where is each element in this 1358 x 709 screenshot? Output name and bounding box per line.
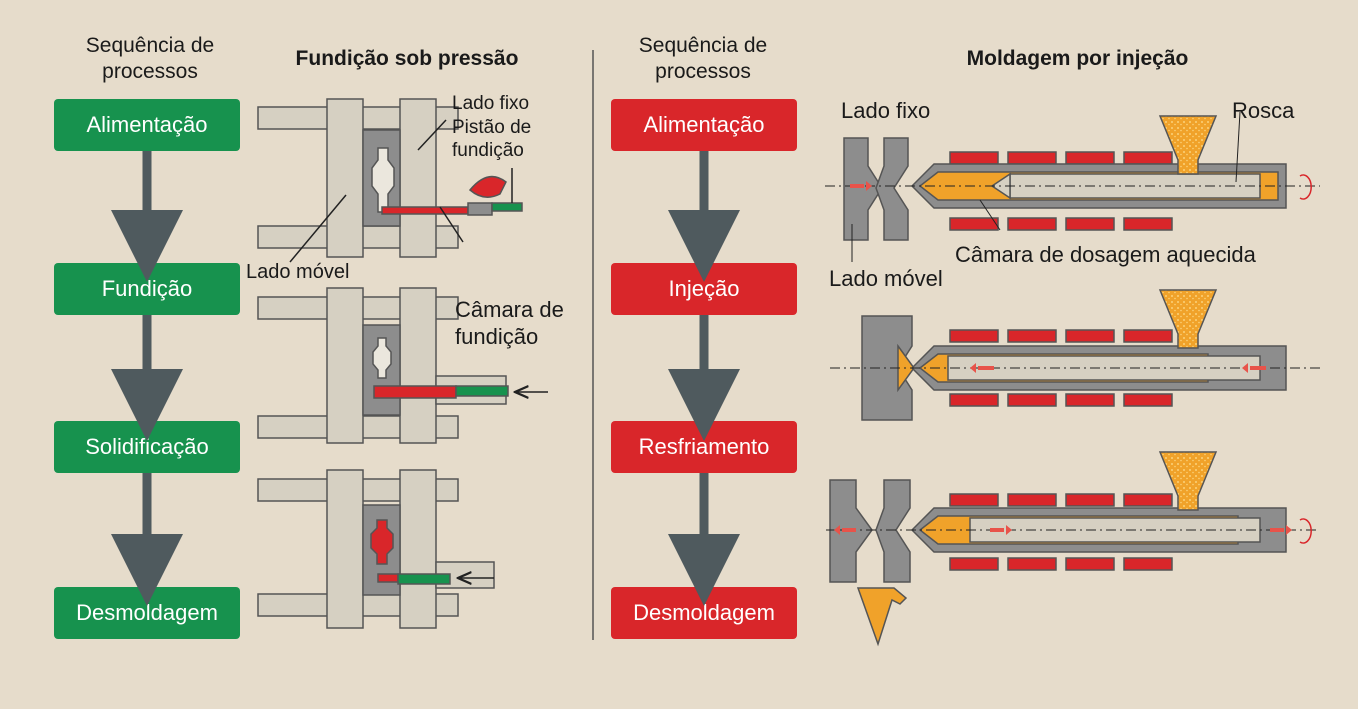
left-sequence-header: Sequência de processos <box>55 33 245 85</box>
label-camara-fundicao: Câmara de fundição <box>455 297 564 349</box>
label-lado-fixo-left: Lado fixo <box>452 93 530 114</box>
injection-machine-injection <box>830 289 1320 421</box>
left-step-feeding: Alimentação <box>54 99 240 151</box>
left-title: Fundição sob pressão <box>295 47 519 70</box>
label-pistao-fundicao: Pistão de fundição <box>452 117 532 161</box>
right-step-feeding: Alimentação <box>611 99 797 151</box>
injection-machine-cooling <box>826 451 1320 647</box>
label-rosca: Rosca <box>1232 98 1295 123</box>
label-camara-dosagem: Câmara de dosagem aquecida <box>955 242 1256 267</box>
left-sequence-header-text: Sequência de processos <box>85 34 215 83</box>
die-cast-machine-solidification <box>257 469 495 629</box>
die-cast-machine-casting <box>257 287 548 444</box>
label-lado-movel-right: Lado móvel <box>829 266 943 291</box>
right-sequence-header: Sequência de processos <box>608 33 798 85</box>
right-sequence-header-text: Sequência de processos <box>638 34 768 83</box>
label-lado-movel-left: Lado móvel <box>246 261 350 283</box>
injection-machine-feeding <box>825 111 1320 262</box>
right-title: Moldagem por injeção <box>966 47 1189 70</box>
die-cast-machine-feeding <box>257 98 523 263</box>
label-lado-fixo-right: Lado fixo <box>841 98 931 123</box>
